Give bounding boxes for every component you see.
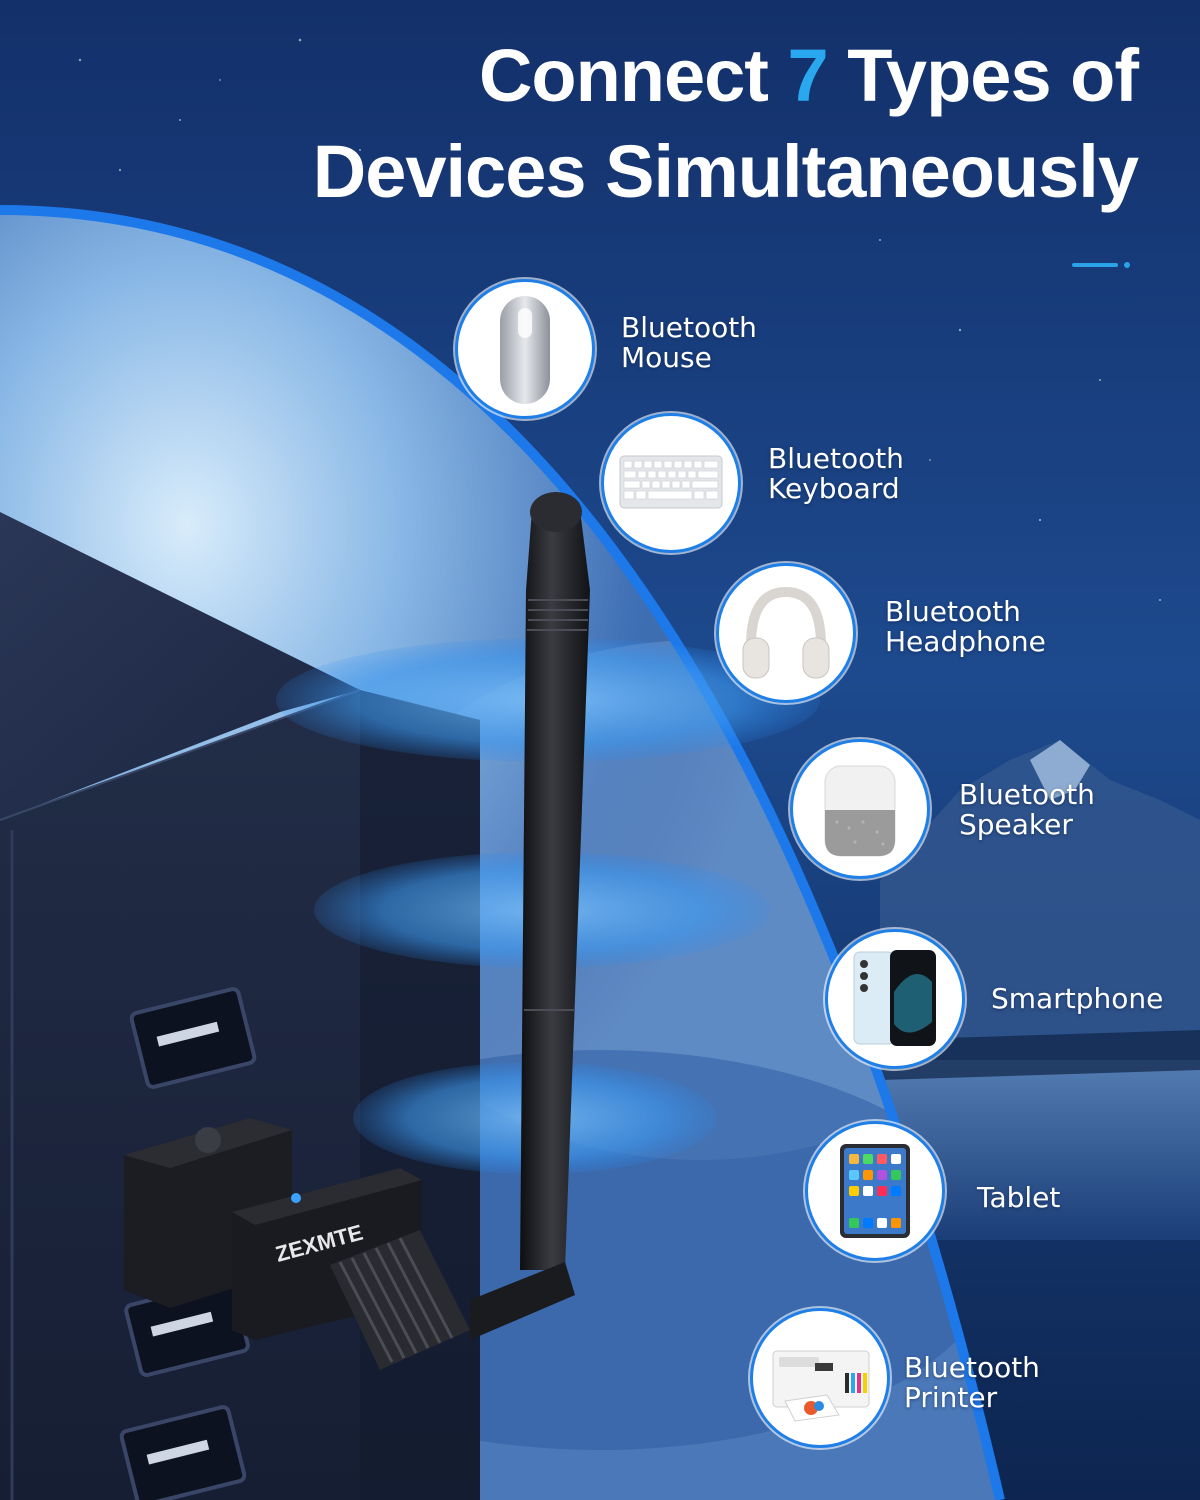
decorative-line xyxy=(1072,263,1118,267)
device-circle-keyboard xyxy=(601,413,741,553)
device-circle-speaker xyxy=(790,739,930,879)
speaker-icon xyxy=(824,765,896,857)
device-label-tablet: Tablet xyxy=(977,1181,1061,1214)
printer-icon xyxy=(772,1350,870,1422)
antenna xyxy=(470,492,590,1340)
device-label-smartphone: Smartphone xyxy=(991,982,1164,1015)
headline-accent-number: 7 xyxy=(787,34,829,117)
device-circle-tablet xyxy=(805,1121,945,1261)
tablet-icon xyxy=(840,1144,910,1238)
smartphone-icon xyxy=(853,950,936,1046)
page-title: Connect 7 Types of Devices Simultaneousl… xyxy=(312,28,1139,220)
device-circle-headphone xyxy=(716,563,856,703)
mouse-icon xyxy=(500,296,550,404)
device-circle-smartphone xyxy=(825,929,965,1069)
headline-line2: Devices Simultaneously xyxy=(312,130,1139,213)
keyboard-icon xyxy=(619,455,723,509)
bluetooth-dongle: ZEXMTE xyxy=(124,1118,470,1370)
headphone-icon xyxy=(742,586,830,679)
device-circle-mouse xyxy=(455,279,595,419)
headline-line1: Connect 7 Types of xyxy=(478,34,1139,117)
device-circle-printer xyxy=(750,1308,890,1448)
decorative-dot xyxy=(1124,262,1130,268)
